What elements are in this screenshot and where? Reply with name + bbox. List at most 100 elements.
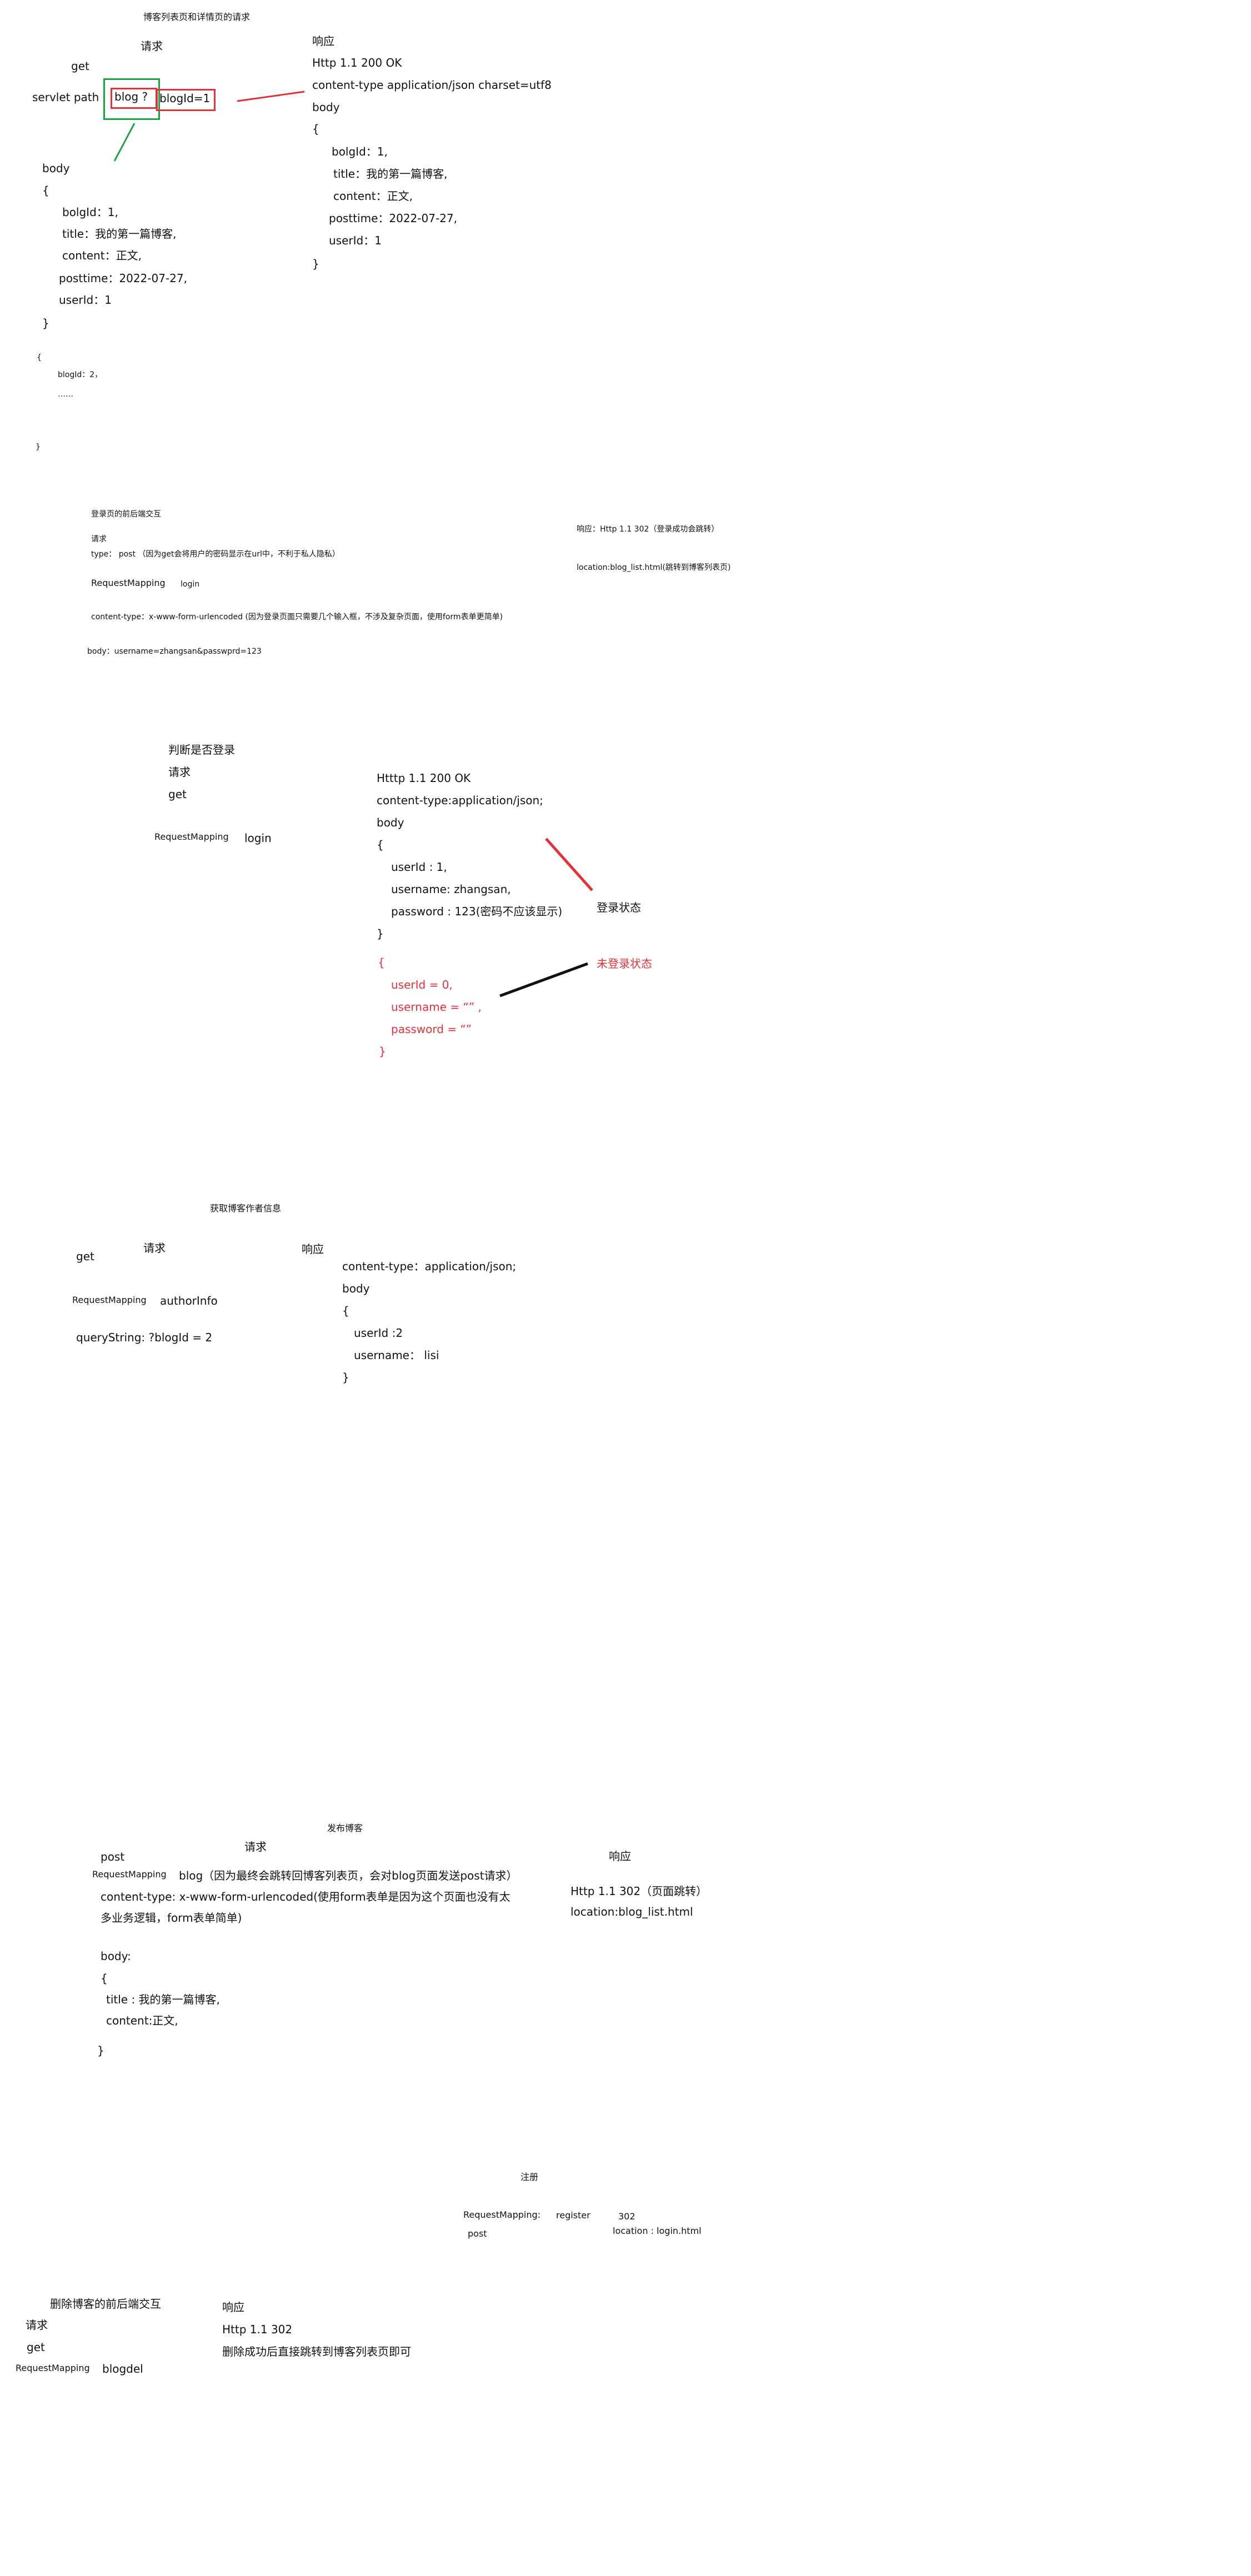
login-request-label: 请求 [91, 535, 107, 544]
login-section-title: 登录页的前后端交互 [91, 510, 161, 519]
blog-response-line: body [312, 101, 340, 114]
publish-body-line: title : 我的第一篇博客, [106, 1993, 220, 2006]
login-type-line: type： post （因为get会将用户的密码显示在url中，不利于私人隐私） [91, 550, 340, 559]
login-mapping-value: login [181, 580, 200, 589]
register-location: location : login.html [613, 2226, 702, 2236]
author-response-line: } [342, 1371, 349, 1384]
blog-body-line: bolgId：1, [62, 206, 118, 219]
author-method: get [76, 1250, 94, 1263]
param-pointer-line [237, 91, 305, 102]
register-section-title: 注册 [521, 2172, 539, 2182]
blog-response-line: posttime：2022-07-27, [329, 212, 457, 225]
blog-body-line: userId：1 [59, 293, 112, 307]
publish-body-line: } [97, 2044, 104, 2057]
author-mapping-label: RequestMapping [72, 1295, 147, 1305]
publish-mapping-value: blog（因为最终会跳转回博客列表页，会对blog页面发送post请求） [179, 1869, 518, 1882]
author-response-line: body [342, 1282, 370, 1295]
publish-content-type: content-type: x-www-form-urlencoded(使用fo… [101, 1890, 511, 1903]
param-value: blogId=1 [159, 92, 211, 105]
delete-mapping-value: blogdel [102, 2362, 143, 2375]
blog-request-label: 请求 [141, 39, 163, 53]
publish-body-line: content:正文, [106, 2014, 178, 2027]
logged-in-label: 登录状态 [597, 901, 641, 914]
login-content-type-line: content-type：x-www-form-urlencoded (因为登录… [91, 613, 503, 622]
blog-method: get [71, 59, 89, 73]
publish-response-label: 响应 [609, 1850, 631, 1863]
blog-response-line: userId：1 [329, 234, 382, 247]
check-login-response-line: Htttp 1.1 200 OK [377, 771, 471, 785]
author-request-label: 请求 [143, 1241, 166, 1255]
check-login-title: 判断是否登录 [168, 743, 235, 756]
blog-extra-line: } [36, 443, 41, 452]
login-location-line: location:blog_list.html(跳转到博客列表页) [577, 563, 731, 572]
path-pointer-line [113, 123, 136, 162]
publish-response-line: Http 1.1 302（页面跳转） [571, 1885, 708, 1898]
not-logged-line: password = “” [391, 1023, 472, 1036]
publish-section-title: 发布博客 [327, 1823, 363, 1833]
check-login-response-line: content-type:application/json; [377, 794, 543, 807]
blog-extra-line: { [37, 353, 42, 362]
check-login-request-label: 请求 [168, 765, 191, 779]
delete-response-line: 删除成功后直接跳转到博客列表页即可 [222, 2345, 411, 2358]
blog-response-line: content-type application/json charset=ut… [312, 78, 552, 92]
delete-section-title: 删除博客的前后端交互 [50, 2297, 161, 2311]
publish-body-line: body: [101, 1949, 131, 1963]
publish-mapping-label: RequestMapping [92, 1869, 167, 1880]
servlet-path-label: servlet path [32, 91, 99, 104]
register-mapping-label: RequestMapping: [463, 2209, 541, 2220]
publish-body-line: { [101, 1972, 108, 1985]
author-response-line: content-type：application/json; [342, 1260, 517, 1273]
blog-response-line: bolgId：1, [332, 145, 388, 158]
blog-response-label: 响应 [312, 34, 334, 48]
blog-body-label: body [42, 162, 70, 175]
check-login-mapping-label: RequestMapping [154, 831, 229, 842]
author-query-string: queryString: ?blogId = 2 [76, 1331, 213, 1344]
logged-in-pointer-line [545, 838, 593, 891]
not-logged-line: { [378, 956, 385, 969]
register-status: 302 [618, 2211, 635, 2222]
publish-content-type-cont: 多业务逻辑，form表单简单) [101, 1911, 242, 1925]
servlet-path-green-box [103, 78, 160, 120]
blog-body-line: posttime：2022-07-27, [59, 272, 187, 285]
check-login-response-line: userId : 1, [391, 860, 447, 874]
login-mapping-label: RequestMapping [91, 578, 166, 588]
check-login-response-line: password : 123(密码不应该显示) [391, 905, 563, 918]
delete-method: get [27, 2341, 45, 2354]
blog-response-line: Http 1.1 200 OK [312, 56, 402, 69]
not-logged-pointer-line [499, 962, 588, 998]
author-section-title: 获取博客作者信息 [210, 1203, 282, 1214]
blog-body-line: title：我的第一篇博客, [62, 227, 177, 240]
check-login-method: get [168, 788, 187, 801]
not-logged-line: userId = 0, [391, 978, 453, 991]
register-method: post [468, 2228, 487, 2239]
publish-method: post [101, 1850, 125, 1863]
login-response-line: 响应：Http 1.1 302（登录成功会跳转） [577, 525, 719, 534]
not-logged-label: 未登录状态 [597, 957, 652, 970]
author-mapping-value: authorInfo [160, 1294, 218, 1307]
publish-response-line: location:blog_list.html [571, 1905, 693, 1918]
check-login-response-line: } [377, 927, 384, 940]
check-login-mapping-value: login [244, 831, 272, 845]
register-mapping-value: register [556, 2210, 591, 2221]
blog-body-line: } [42, 317, 49, 330]
blog-response-line: title：我的第一篇博客, [333, 167, 448, 181]
blog-response-line: } [312, 257, 319, 270]
publish-request-label: 请求 [244, 1840, 267, 1853]
delete-response-line: Http 1.1 302 [222, 2323, 293, 2336]
blog-extra-line: …… [58, 390, 73, 399]
delete-mapping-label: RequestMapping [16, 2363, 90, 2373]
check-login-response-line: body [377, 816, 404, 829]
servlet-path-value: blog ? [114, 90, 148, 103]
author-response-line: { [342, 1304, 349, 1317]
blog-body-line: content：正文, [62, 249, 142, 262]
author-response-label: 响应 [302, 1242, 324, 1256]
blog-response-line: content：正文, [333, 189, 413, 203]
author-response-line: username： lisi [354, 1349, 439, 1362]
not-logged-line: username = “” , [391, 1000, 482, 1014]
author-response-line: userId :2 [354, 1326, 403, 1340]
delete-response-label: 响应 [222, 2301, 244, 2314]
login-body-line: body：username=zhangsan&passwprd=123 [87, 647, 262, 656]
blog-extra-line: blogId：2， [58, 370, 103, 379]
blog-body-line: { [42, 184, 49, 197]
